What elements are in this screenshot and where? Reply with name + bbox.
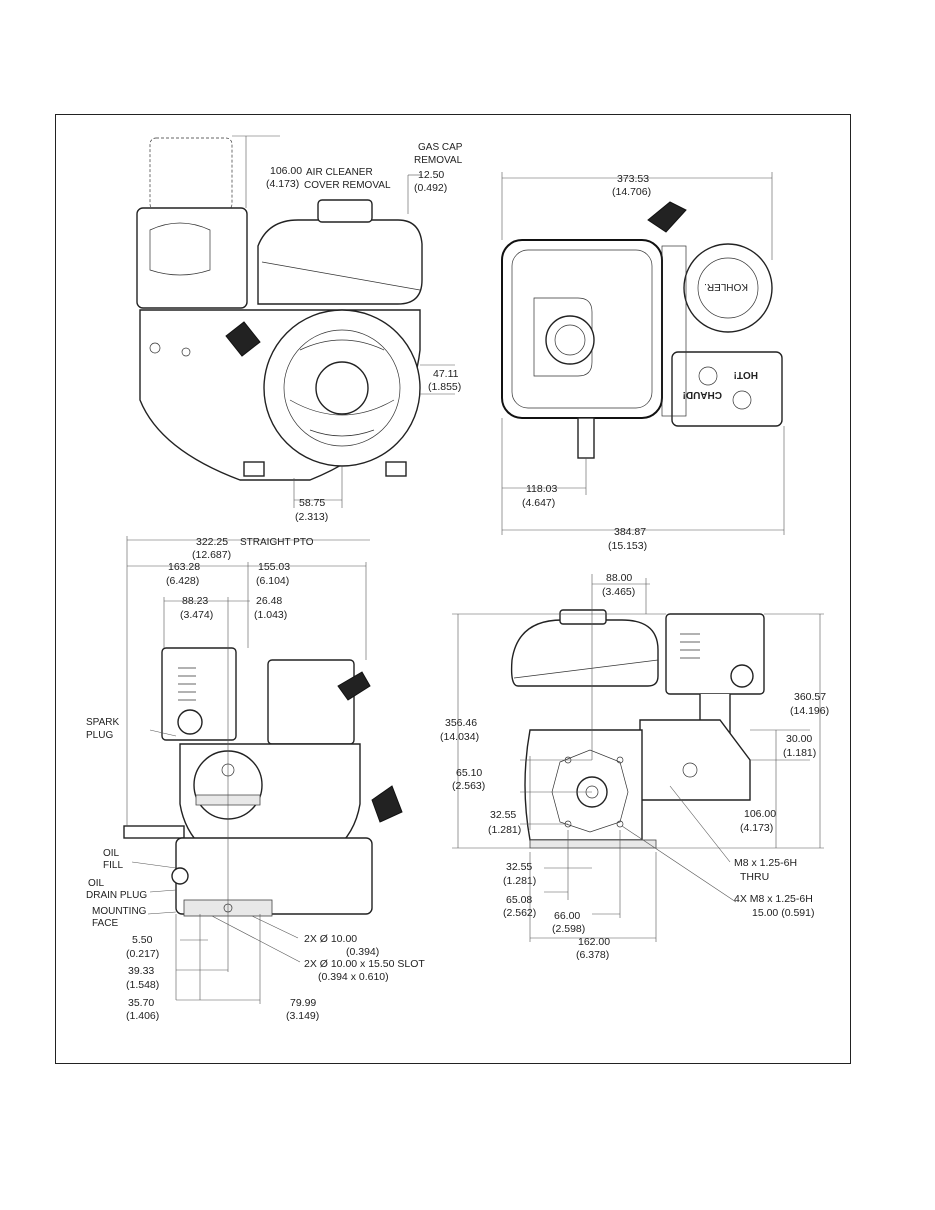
dim-30-mm: 30.00 <box>786 733 812 745</box>
flywheel-screen <box>683 243 773 333</box>
top-view: KOHLER. HOT! CHAUD! 373.53 (14.706) 118.… <box>501 172 785 552</box>
rear-view: 88.00 (3.465) 356.46 (14.034) 360.57 (14… <box>440 572 829 961</box>
dim-47-in: (1.855) <box>428 381 461 393</box>
front-view: 322.25 (12.687) STRAIGHT PTO 163.28 (6.4… <box>86 536 425 1022</box>
dim-26-in: (1.043) <box>254 609 287 621</box>
fuel-tank-rear <box>510 619 659 687</box>
dim-rear-88-in: (3.465) <box>602 586 635 598</box>
oil-fill-cap <box>171 867 189 885</box>
label-oil-drain-1: OIL <box>88 878 105 889</box>
dim-32-55b-mm: 32.55 <box>506 861 532 873</box>
starter-handle <box>225 321 261 357</box>
dim-26-mm: 26.48 <box>256 595 282 607</box>
label-m8-4x-2: 15.00 (0.591) <box>752 907 814 919</box>
label-m8-thru-2: THRU <box>740 871 769 883</box>
dim-66-mm: 66.00 <box>554 910 580 922</box>
dim-162-in: (6.378) <box>576 949 609 961</box>
dim-5-in: (0.217) <box>126 948 159 960</box>
cylinder-head-rear <box>639 719 751 801</box>
dim-356-mm: 356.46 <box>445 717 477 729</box>
dim-39-in: (1.548) <box>126 979 159 991</box>
dim-65-08-mm: 65.08 <box>506 894 532 906</box>
dim-356-in: (14.034) <box>440 731 479 743</box>
dim-gas-cap-mm: 12.50 <box>418 169 444 181</box>
dim-155-in: (6.104) <box>256 575 289 587</box>
dim-39-mm: 39.33 <box>128 965 154 977</box>
dim-rear-88-mm: 88.00 <box>606 572 632 584</box>
dim-118-in: (4.647) <box>522 497 555 509</box>
air-cleaner-removal-outline <box>149 137 233 211</box>
dim-155-mm: 155.03 <box>258 561 290 573</box>
gas-cap <box>317 199 373 223</box>
dim-322-in: (12.687) <box>192 549 231 561</box>
dim-384-in: (15.153) <box>608 540 647 552</box>
dim-32-55b-in: (1.281) <box>503 875 536 887</box>
dim-88-mm: 88.23 <box>182 595 208 607</box>
label-oil-fill-1: OIL <box>103 848 120 859</box>
dim-373-mm: 373.53 <box>617 173 649 185</box>
dim-65-10-mm: 65.10 <box>456 767 482 779</box>
dim-384-mm: 384.87 <box>614 526 646 538</box>
dim-35-in: (1.406) <box>126 1010 159 1022</box>
dim-58-mm: 58.75 <box>299 497 325 509</box>
dim-322-mm: 322.25 <box>196 536 228 548</box>
dim-35-mm: 35.70 <box>128 997 154 1009</box>
label-spark-plug-2: PLUG <box>86 730 113 741</box>
label-air-cleaner-1: AIR CLEANER <box>306 167 373 178</box>
dim-47-mm: 47.11 <box>433 368 459 380</box>
dim-118-mm: 118.03 <box>526 483 557 495</box>
label-gas-cap-2: REMOVAL <box>414 155 463 166</box>
dim-58-in: (2.313) <box>295 511 328 523</box>
label-oil-drain-2: DRAIN PLUG <box>86 890 147 901</box>
dim-88-in: (3.474) <box>180 609 213 621</box>
label-gas-cap-1: GAS CAP <box>418 142 463 153</box>
dim-32-55a-mm: 32.55 <box>490 809 516 821</box>
label-mounting-face-2: FACE <box>92 918 118 929</box>
dim-65-10-in: (2.563) <box>452 780 485 792</box>
hot-warning: HOT! <box>734 369 758 380</box>
muffler-top <box>671 351 783 427</box>
dim-65-08-in: (2.562) <box>503 907 536 919</box>
fuel-tank <box>257 219 423 305</box>
dim-106-mm: 106.00 <box>744 808 776 820</box>
label-hole-mm: 2X Ø 10.00 <box>304 933 357 945</box>
dim-163-mm: 163.28 <box>168 561 200 573</box>
dim-106-in: (4.173) <box>740 822 773 834</box>
dim-162-mm: 162.00 <box>578 936 610 948</box>
dim-360-mm: 360.57 <box>794 691 826 703</box>
dim-air-cleaner-mm: 106.00 <box>270 165 302 177</box>
label-slot-in: (0.394 x 0.610) <box>318 971 389 983</box>
dim-gas-cap-in: (0.492) <box>414 182 447 194</box>
dim-air-cleaner-in: (4.173) <box>266 178 299 190</box>
air-cleaner-housing <box>136 207 248 309</box>
muffler-front <box>267 659 355 745</box>
label-m8-4x-1: 4X M8 x 1.25-6H <box>734 893 813 905</box>
label-straight-pto: STRAIGHT PTO <box>240 537 314 548</box>
dim-79-mm: 79.99 <box>290 997 316 1009</box>
dim-79-in: (3.149) <box>286 1010 319 1022</box>
dim-66-in: (2.598) <box>552 923 585 935</box>
label-hole-in: (0.394) <box>346 946 379 958</box>
chaud-warning: CHAUD! <box>683 389 722 400</box>
side-view: 106.00 (4.173) AIR CLEANER COVER REMOVAL… <box>136 135 463 523</box>
pto-shaft-front <box>123 825 185 839</box>
label-slot-mm: 2X Ø 10.00 x 15.50 SLOT <box>304 958 425 970</box>
drawing-frame <box>55 114 851 1064</box>
label-mounting-face-1: MOUNTING <box>92 906 147 917</box>
pto-shaft-top <box>577 417 595 459</box>
label-spark-plug-1: SPARK <box>86 717 119 728</box>
dim-373-in: (14.706) <box>612 186 651 198</box>
dim-360-in: (14.196) <box>790 705 829 717</box>
dim-5-mm: 5.50 <box>132 934 153 946</box>
label-oil-fill-2: FILL <box>103 860 123 871</box>
dim-32-55a-in: (1.281) <box>488 824 521 836</box>
label-m8-thru-1: M8 x 1.25-6H <box>734 857 797 869</box>
kohler-logo-text: KOHLER. <box>704 281 748 292</box>
dim-30-in: (1.181) <box>783 747 816 759</box>
dim-163-in: (6.428) <box>166 575 199 587</box>
label-air-cleaner-2: COVER REMOVAL <box>304 180 391 191</box>
